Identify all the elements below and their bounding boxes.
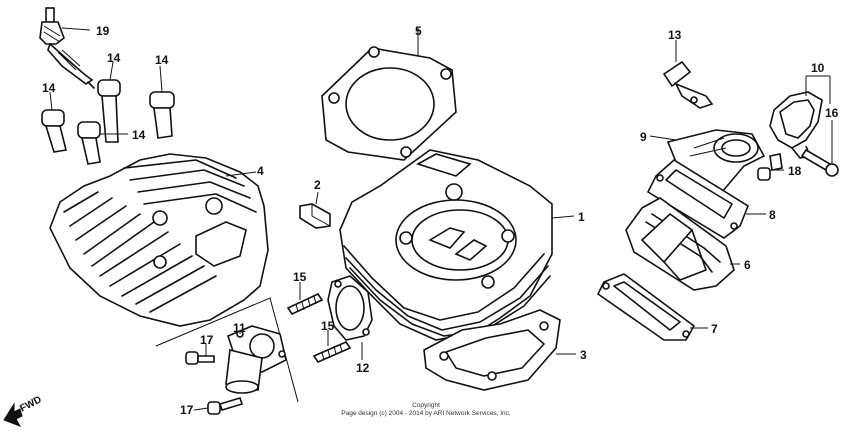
callout-17-b: 17 xyxy=(180,403,194,417)
dowel-pin[interactable] xyxy=(299,191,331,229)
stud-15-a[interactable] xyxy=(286,282,324,316)
intake-gasket[interactable] xyxy=(596,273,708,341)
callout-15-b: 15 xyxy=(321,319,335,333)
reed-gasket[interactable] xyxy=(646,159,766,239)
callout-2: 2 xyxy=(314,178,321,192)
callout-4: 4 xyxy=(257,164,264,178)
callout-3: 3 xyxy=(580,348,587,362)
bolt-18[interactable] xyxy=(757,153,784,181)
callout-15-a: 15 xyxy=(293,270,307,284)
callout-8: 8 xyxy=(769,208,776,222)
callout-11: 11 xyxy=(233,321,246,335)
bolt-14-b[interactable] xyxy=(149,91,175,139)
base-gasket[interactable] xyxy=(423,309,576,391)
callout-5: 5 xyxy=(415,24,422,38)
callout-6: 6 xyxy=(744,258,751,272)
callout-18: 18 xyxy=(788,164,802,178)
callout-7: 7 xyxy=(711,322,718,336)
bolt-17-a[interactable] xyxy=(185,344,215,365)
stud-15-b[interactable] xyxy=(312,330,352,364)
clamp-screw[interactable] xyxy=(800,120,839,177)
bolt-14-d[interactable] xyxy=(77,121,101,165)
callout-1: 1 xyxy=(578,210,585,224)
callout-13: 13 xyxy=(668,28,682,42)
callout-14-c: 14 xyxy=(42,81,56,95)
fwd-label: FWD xyxy=(18,394,43,414)
hose-clamp[interactable] xyxy=(662,40,714,109)
band-clamp[interactable] xyxy=(769,75,831,159)
bolt-14-c[interactable] xyxy=(41,109,67,153)
copyright-line-2: Page design (c) 2004 - 2014 by ARI Netwo… xyxy=(341,410,511,417)
callout-14-b: 14 xyxy=(155,53,169,67)
callout-9: 9 xyxy=(640,130,647,144)
callout-14-d: 14 xyxy=(132,128,146,142)
exhaust-joint-inset[interactable] xyxy=(155,297,299,403)
copyright-line-1: Copyright xyxy=(412,402,440,409)
spark-plug[interactable] xyxy=(39,7,95,89)
bolt-14-a[interactable] xyxy=(97,79,121,143)
head-gasket[interactable] xyxy=(321,28,457,161)
cylinder-head[interactable] xyxy=(49,153,269,327)
callout-14-a: 14 xyxy=(107,51,121,65)
cylinder[interactable] xyxy=(339,149,575,341)
forward-direction-arrow: FWD xyxy=(3,394,44,427)
callout-12: 12 xyxy=(356,361,370,375)
callout-19: 19 xyxy=(96,24,110,38)
exhaust-gasket[interactable] xyxy=(327,275,373,360)
callout-10: 10 xyxy=(811,61,825,75)
carburetor-insulator[interactable] xyxy=(649,129,766,194)
callout-16: 16 xyxy=(825,106,839,120)
callout-17-a: 17 xyxy=(200,333,214,347)
bolt-17-b[interactable] xyxy=(193,397,244,415)
reed-valve[interactable] xyxy=(625,197,740,291)
